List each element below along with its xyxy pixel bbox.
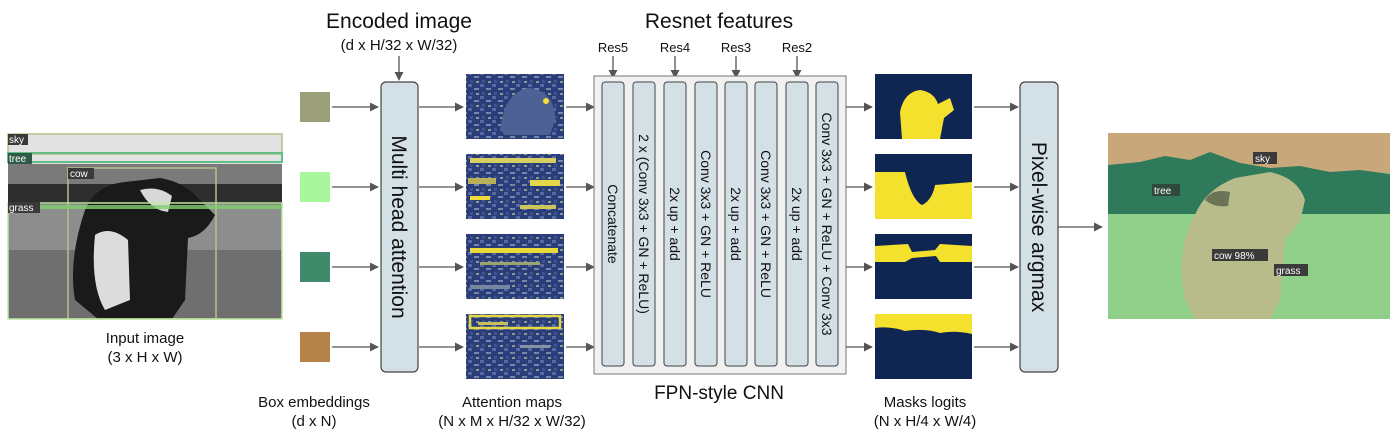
- fpn-layer-concatenate-label: Concatenate: [605, 184, 621, 264]
- resnet-res3-label: Res3: [721, 40, 751, 55]
- attention-maps-shape: (N x M x H/32 x W/32): [438, 413, 586, 430]
- input-image: sky tree cow grass: [7, 133, 283, 320]
- box-embeddings-title: Box embeddings: [258, 394, 370, 411]
- multi-head-attention-block: [380, 81, 419, 373]
- fpn-layer-conv-1-label: Conv 3x3 + GN + ReLU: [698, 150, 714, 298]
- embedding-arrows: [332, 102, 379, 352]
- output-tag-cow: cow 98%: [1214, 251, 1255, 262]
- fpn-title: FPN-style CNN: [654, 383, 784, 404]
- box-embedding-2: [300, 172, 330, 202]
- pixel-wise-argmax-label: Pixel-wise argmax: [1027, 142, 1050, 313]
- fpn-layer-up-add-3-label: 2x up + add: [789, 187, 805, 261]
- box-embedding-4: [300, 332, 330, 362]
- fpn-layer-final-conv-label: Conv 3x3 + GN + ReLU + Conv 3x3: [819, 113, 835, 336]
- encoded-image-shape: (d x H/32 x W/32): [341, 37, 458, 54]
- mask-logit-2: [875, 154, 972, 219]
- input-image-title: Input image: [106, 330, 184, 347]
- box-embedding-3: [300, 252, 330, 282]
- multi-head-attention-label: Multi head attention: [387, 135, 410, 318]
- attention-map-3: [466, 234, 564, 299]
- tag-tree: tree: [9, 154, 27, 165]
- mask-logit-1: [875, 74, 972, 139]
- attention-maps-title: Attention maps: [462, 394, 562, 411]
- attention-map-4: [466, 314, 564, 379]
- output-tag-sky: sky: [1255, 154, 1270, 165]
- resnet-res2-label: Res2: [782, 40, 812, 55]
- fpn-layer-final-conv: [815, 81, 839, 367]
- box-grass: [7, 202, 283, 320]
- input-image-shape: (3 x H x W): [108, 349, 183, 366]
- fpn-layer-conv-1: [694, 81, 718, 367]
- tag-grass: grass: [9, 203, 33, 214]
- fpn-layer-conv-2: [754, 81, 778, 367]
- masks-logits-title: Masks logits: [884, 394, 967, 411]
- fpn-layer-concatenate: [601, 81, 625, 367]
- attention-out-arrows: [566, 102, 595, 352]
- box-embeddings-shape: (d x N): [292, 413, 337, 430]
- output-tag-grass: grass: [1276, 266, 1300, 277]
- output-tag-tree: tree: [1154, 186, 1172, 197]
- mha-out-arrows: [419, 102, 464, 352]
- fpn-layer-up-add-1-label: 2x up + add: [667, 187, 683, 261]
- attention-map-2: [466, 154, 564, 219]
- fpn-layers: Concatenate 2 x (Conv 3x3 + GN + ReLU) 2…: [601, 81, 839, 367]
- resnet-arrows: [608, 56, 802, 79]
- tag-sky: sky: [9, 135, 24, 146]
- fpn-layer-up-add-1: [663, 81, 687, 367]
- mask-logit-3: [875, 234, 972, 299]
- fpn-layer-up-add-3: [785, 81, 809, 367]
- resnet-features-title: Resnet features: [645, 10, 793, 33]
- resnet-res5-label: Res5: [598, 40, 628, 55]
- fpn-layer-conv-2-label: Conv 3x3 + GN + ReLU: [758, 150, 774, 298]
- fpn-layer-conv-block-label: 2 x (Conv 3x3 + GN + ReLU): [636, 134, 652, 314]
- fpn-out-arrows: [846, 102, 873, 352]
- encoded-image-title: Encoded image: [326, 10, 472, 33]
- fpn-layer-conv-block: [632, 81, 656, 367]
- tag-cow: cow: [70, 169, 89, 180]
- fpn-layer-up-add-2: [724, 81, 748, 367]
- output-segmentation: sky tree cow 98% grass: [1108, 133, 1390, 319]
- box-embedding-1: [300, 92, 330, 122]
- resnet-res4-label: Res4: [660, 40, 690, 55]
- attention-map-1: [466, 74, 564, 139]
- masks-logits-shape: (N x H/4 x W/4): [874, 413, 977, 430]
- fpn-layer-up-add-2-label: 2x up + add: [728, 187, 744, 261]
- mask-out-arrows: [974, 102, 1019, 352]
- mask-logit-4: [875, 314, 972, 379]
